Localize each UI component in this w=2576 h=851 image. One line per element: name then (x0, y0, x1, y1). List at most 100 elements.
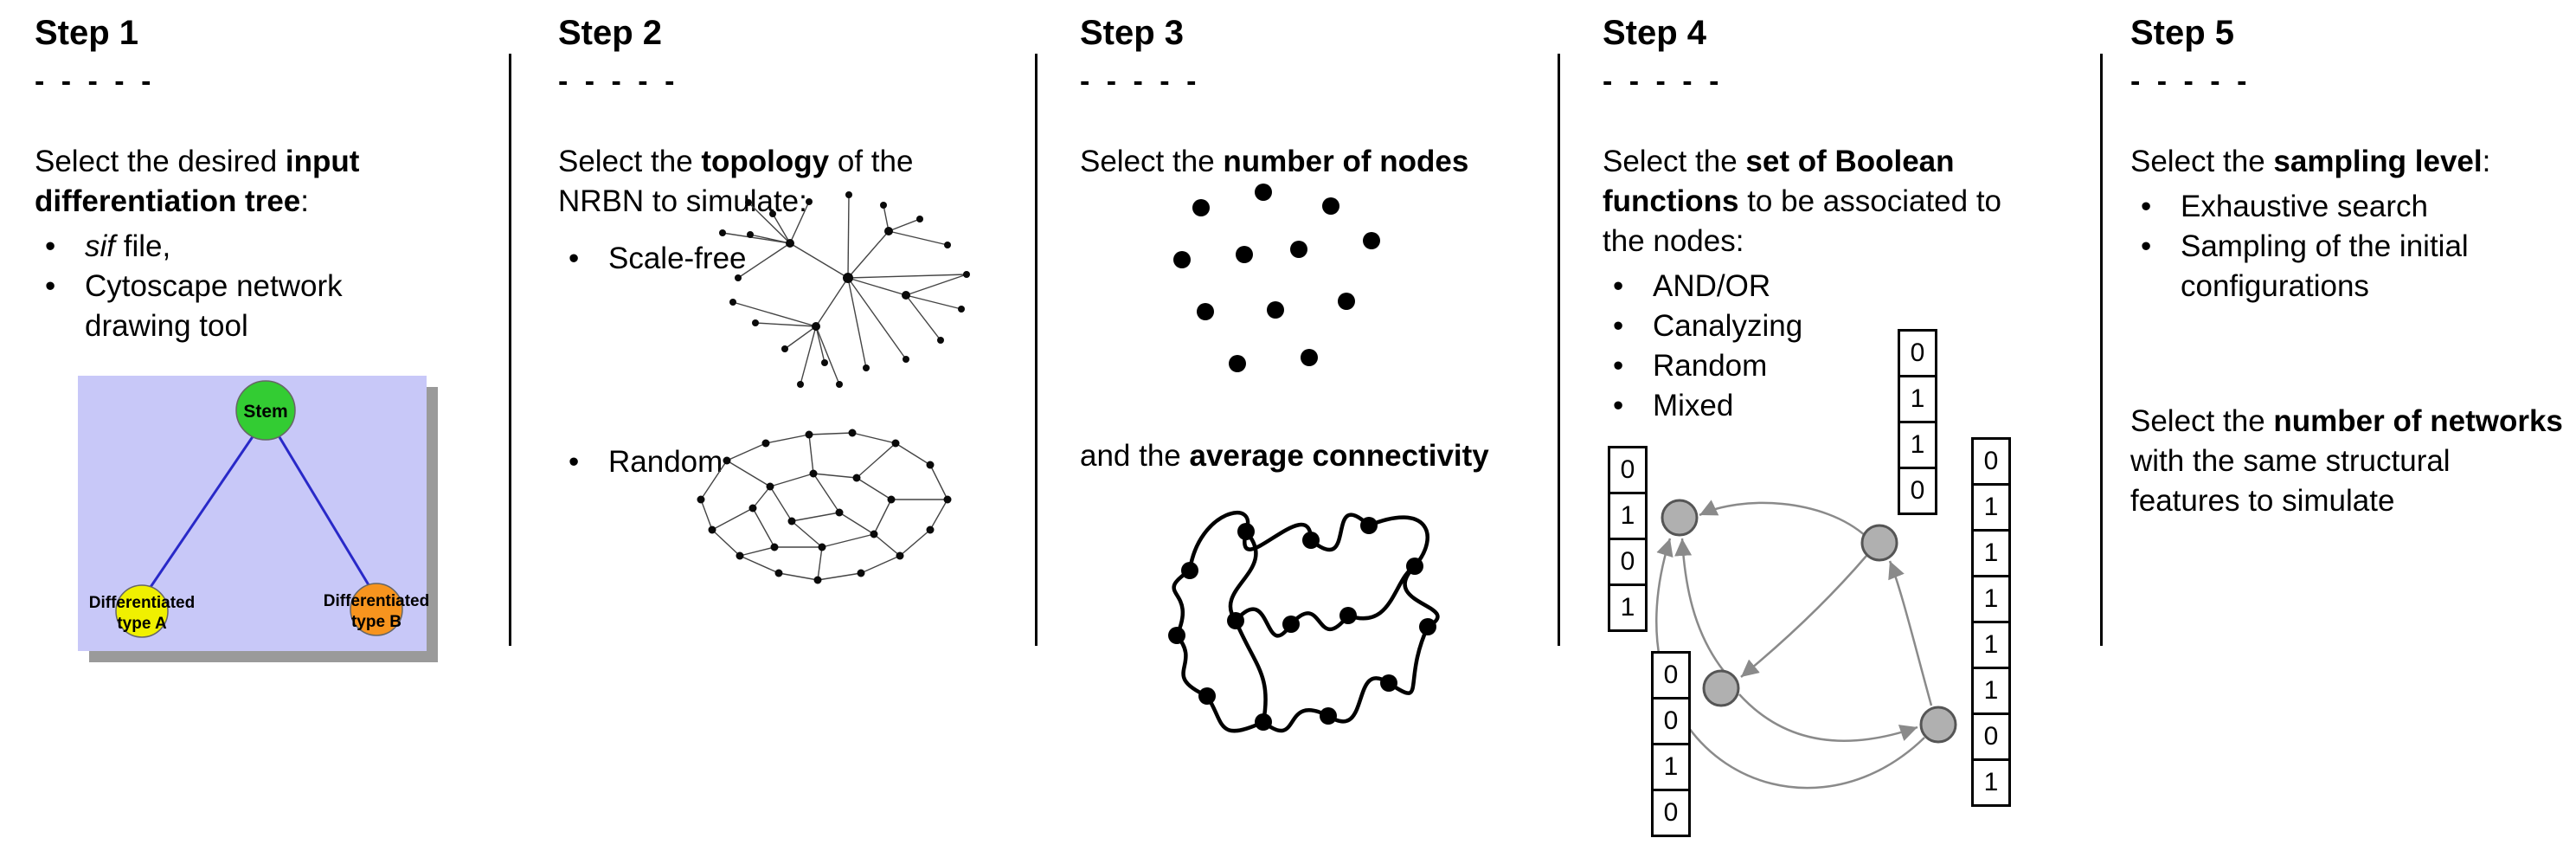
step1-panel: Step 1 - - - - - Select the desired inpu… (35, 12, 493, 662)
step4-title: Step 4 (1603, 14, 1707, 52)
step2-instruction: Select the topology of the NRBN to simul… (558, 142, 995, 222)
step2-panel: Step 2 - - - - - Select the topology of … (558, 12, 1030, 584)
gene-node (1860, 524, 1898, 562)
random-label: Random (608, 445, 723, 479)
step3-dashes: - - - - - (1080, 65, 1201, 98)
step4-panel: Step 4 - - - - - Select the set of Boole… (1603, 12, 2087, 837)
step4-instruction: Select the set of Boolean functions to b… (1603, 142, 2035, 261)
step5-dashes: - - - - - (2130, 65, 2252, 98)
truth-table-cell: 1 (1971, 483, 2011, 532)
boolean-network-arrows (1655, 500, 1933, 790)
truth-table-cell: 1 (1971, 575, 2011, 623)
step2-text-pre: Select the (558, 145, 702, 178)
step3-text2-pre: and the (1080, 439, 1190, 473)
bullet-marker: • (2141, 190, 2152, 223)
type-a-label-line2: type A (117, 615, 167, 633)
scale-free-network-illustration (719, 191, 970, 388)
step4-bullet-canalyzing: • Canalyzing (1603, 306, 2087, 346)
scale-free-nodes (719, 191, 970, 388)
truth-table-cell: 0 (1651, 651, 1691, 699)
bullet-marker: • (45, 229, 56, 263)
step1-instruction: Select the desired input differentiation… (35, 142, 467, 222)
type-a-node (115, 584, 169, 638)
step5-bullet-list: • Exhaustive search • Sampling of the in… (2130, 187, 2567, 306)
sif-italic: sif (85, 229, 115, 263)
truth-table-cell: 0 (1608, 538, 1648, 586)
step3-text1-bold: number of nodes (1223, 145, 1469, 178)
step2-bullet-scale-free: • Scale-free (558, 239, 747, 279)
cytoscape-text: Cytoscape network drawing tool (85, 269, 343, 343)
step5-text2-bold: number of networks (2273, 404, 2563, 438)
step5-title: Step 5 (2130, 14, 2235, 52)
step2-title: Step 2 (558, 14, 663, 52)
step1-dashes: - - - - - (35, 65, 156, 98)
bullet-marker: • (569, 445, 580, 479)
truth-table-cell: 1 (1971, 621, 2011, 669)
boolean-network-nodes (1661, 499, 1957, 744)
step3-text2-bold: average connectivity (1189, 439, 1489, 473)
truth-table-cell: 1 (1651, 743, 1691, 791)
connectivity-nodes (1168, 517, 1436, 731)
type-b-label-line1: Differentiated (324, 592, 429, 610)
truth-table-cell: 0 (1651, 789, 1691, 837)
step4-text-bold: set of Boolean functions (1603, 145, 1955, 218)
tree-edge-right (275, 432, 372, 589)
step4-text-pre: Select the (1603, 145, 1746, 178)
type-a-label-line1: Differentiated (89, 594, 195, 612)
step4-bullet-and-or: • AND/OR (1603, 267, 2087, 306)
connectivity-edges (1172, 510, 1440, 733)
step5-text1-bold: sampling level (2273, 145, 2483, 178)
truth-table-cell: 0 (1971, 712, 2011, 761)
stem-node (235, 380, 296, 441)
column-divider (1035, 54, 1037, 646)
truth-table-top: 0 1 1 0 (1898, 329, 1937, 515)
truth-table-right: 0 1 1 1 1 1 0 1 (1971, 437, 2011, 807)
gene-node (1919, 706, 1957, 744)
step5-bullet-sampling-initial: • Sampling of the initial configurations (2130, 227, 2567, 306)
column-divider (1558, 54, 1560, 646)
step1-text-pre: Select the desired (35, 145, 286, 178)
step5-text1-pre: Select the (2130, 145, 2274, 178)
step5-bullet-exhaustive: • Exhaustive search (2130, 187, 2567, 227)
tree-edge-left (147, 432, 257, 590)
truth-table-left: 0 1 0 1 (1608, 446, 1648, 632)
bullet-marker: • (569, 242, 580, 275)
column-divider (2100, 54, 2103, 646)
truth-table-cell: 0 (1898, 329, 1937, 377)
truth-table-cell: 1 (1898, 421, 1937, 469)
truth-table-cell: 1 (1971, 667, 2011, 715)
step5-instruction-sampling: Select the sampling level: (2130, 142, 2567, 182)
truth-table-cell: 0 (1971, 437, 2011, 486)
truth-table-cell: 1 (1971, 529, 2011, 577)
step3-text1-pre: Select the (1080, 145, 1224, 178)
boolean-network-illustration: 0 1 1 0 0 1 0 1 0 1 1 1 1 1 0 1 (1603, 320, 2018, 851)
stem-label: Stem (243, 402, 287, 422)
sif-rest: file, (115, 229, 171, 263)
scale-free-label: Scale-free (608, 242, 747, 275)
step5-text2-post: with the same structural features to sim… (2130, 444, 2451, 518)
step1-bullet-cytoscape: • Cytoscape network drawing tool (35, 267, 493, 346)
truth-table-cell: 1 (1971, 758, 2011, 807)
node-dots (1173, 184, 1380, 372)
step5-instruction-networks: Select the number of networks with the s… (2130, 402, 2567, 521)
truth-table-cell: 0 (1608, 446, 1648, 494)
step1-title: Step 1 (35, 14, 139, 52)
step1-bullet-sif-file: • sif file, (35, 227, 493, 267)
truth-table-cell: 0 (1898, 467, 1937, 515)
bullet-marker: • (1613, 309, 1624, 343)
step3-instruction-nodes: Select the number of nodes (1080, 142, 1564, 182)
step5-panel: Step 5 - - - - - Select the sampling lev… (2130, 12, 2567, 526)
step4-text-post: to be associated to the nodes: (1603, 184, 2002, 258)
gene-node (1702, 669, 1740, 707)
step4-bullet-mixed: • Mixed (1603, 386, 2087, 426)
type-b-label-line2: type B (351, 613, 401, 631)
truth-table-cell: 1 (1608, 583, 1648, 632)
step3-panel: Step 3 - - - - - Select the number of no… (1080, 12, 1564, 733)
step2-text-post: of the NRBN to simulate: (558, 145, 914, 218)
random-nodes (697, 429, 952, 584)
truth-table-cell: 1 (1608, 492, 1648, 540)
connectivity-graph-illustration (1168, 510, 1440, 733)
step4-dashes: - - - - - (1603, 65, 1724, 98)
step5-text1-post: : (2482, 145, 2491, 178)
